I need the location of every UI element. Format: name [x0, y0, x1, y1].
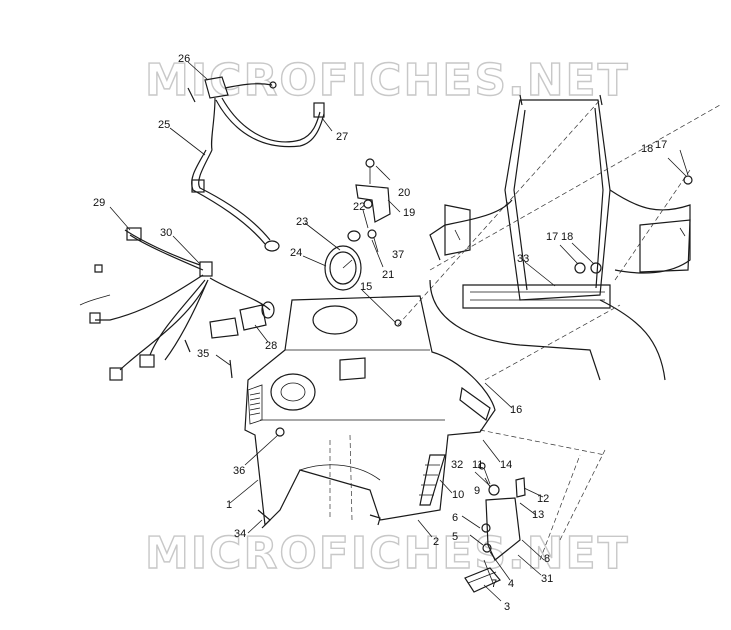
callout-15: 15: [360, 281, 372, 293]
callout-23: 23: [296, 216, 308, 228]
callout-17-right: 17: [655, 139, 667, 151]
callout-33: 33: [517, 253, 529, 265]
callout-3: 3: [504, 601, 510, 613]
callout-18-mid: 18: [561, 231, 573, 243]
callout-18-right: 18: [641, 143, 653, 155]
callout-14: 14: [500, 459, 512, 471]
callout-32: 32: [451, 459, 463, 471]
callout-25: 25: [158, 119, 170, 131]
callout-12: 12: [537, 493, 549, 505]
callout-20: 20: [398, 187, 410, 199]
callout-36: 36: [233, 465, 245, 477]
fastener-17-18-right: [559, 149, 693, 274]
callout-35: 35: [197, 348, 209, 360]
callout-6: 6: [452, 512, 458, 524]
callout-34: 34: [234, 528, 246, 540]
callout-10: 10: [452, 489, 464, 501]
callout-1: 1: [226, 499, 232, 511]
callout-21: 21: [382, 269, 394, 281]
cable-harness-lower: [79, 227, 275, 381]
callout-29: 29: [93, 197, 105, 209]
callout-17-mid: 17: [546, 231, 558, 243]
callout-19: 19: [403, 207, 415, 219]
callout-9: 9: [474, 485, 480, 497]
callout-31: 31: [541, 573, 553, 585]
callout-4: 4: [508, 578, 514, 590]
mount-bracket: [355, 158, 391, 239]
leader-lines: [109, 61, 556, 602]
callout-11: 11: [472, 459, 483, 471]
callout-5: 5: [452, 531, 458, 543]
callout-16: 16: [510, 404, 522, 416]
lower-hardware: [464, 462, 526, 593]
chassis-frame: [397, 94, 721, 561]
cable-harness-upper: [187, 76, 325, 252]
callout-8: 8: [544, 553, 550, 565]
callout-27: 27: [336, 131, 348, 143]
callout-37: 37: [392, 249, 404, 261]
callout-26: 26: [178, 53, 190, 65]
gauge-assembly: [324, 230, 362, 291]
callout-22: 22: [353, 201, 365, 213]
callout-28: 28: [265, 340, 277, 352]
watermark-bottom: MICROFICHES.NET: [145, 528, 630, 579]
callout-labels: 1 2 3 4 5 6 7 8 9 10 11 12 13 14 15 16 1…: [93, 53, 667, 613]
callout-2: 2: [433, 536, 439, 548]
watermark-top: MICROFICHES.NET: [145, 55, 630, 106]
callout-13: 13: [532, 509, 544, 521]
dash-panel: [244, 295, 496, 529]
callout-7: 7: [491, 578, 497, 590]
callout-24: 24: [290, 247, 302, 259]
callout-30: 30: [160, 227, 172, 239]
